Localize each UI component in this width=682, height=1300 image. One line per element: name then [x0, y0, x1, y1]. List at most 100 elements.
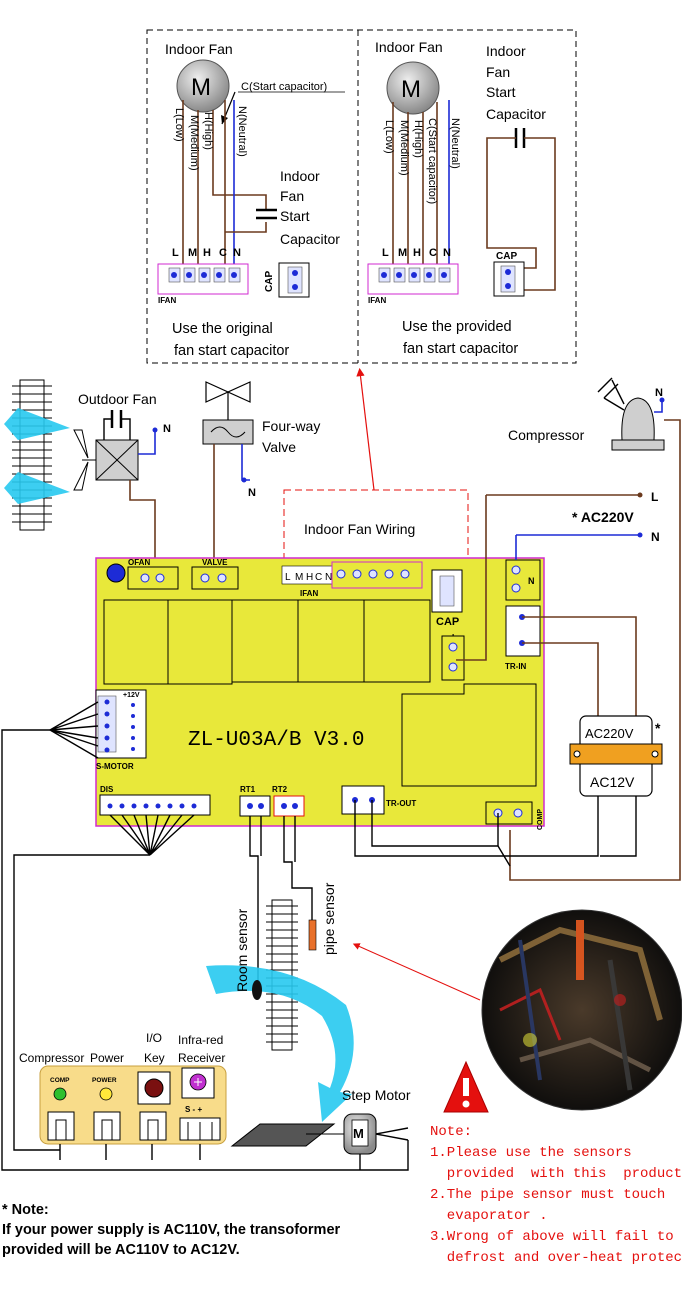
right-ifan-label: IFAN [368, 296, 386, 305]
display-terminals [47, 1111, 221, 1141]
right-wire-c: C(Start capacitor) [426, 118, 438, 204]
control-board: OFAN VALVE L M H C N IFAN CAP L [95, 557, 545, 830]
right-cap-text-4: Capacitor [486, 106, 546, 122]
compressor-n: N [655, 387, 663, 399]
left-ifan-label: IFAN [158, 296, 176, 305]
indoor-airflow-arrow [206, 965, 354, 1122]
outdoor-fan-label: Outdoor Fan [78, 391, 157, 407]
left-caption-1: Use the original [172, 321, 273, 337]
rt1-label: RT1 [240, 785, 256, 794]
step-motor-label: Step Motor [342, 1087, 411, 1103]
valve-conn-label: VALVE [202, 558, 228, 567]
power-led-icon [99, 1087, 113, 1101]
comp-connector [485, 801, 533, 825]
valve-label-1: Four-way [262, 418, 320, 434]
valve-n: N [248, 487, 256, 499]
power-supply-note: * Note: If your power supply is AC110V, … [2, 1200, 422, 1260]
right-caption-2: fan start capacitor [403, 341, 518, 357]
inset-panels [146, 29, 577, 364]
sensors: pipe sensor Room sensor [206, 882, 481, 1122]
display-comp-text: COMP [50, 1077, 70, 1084]
right-cap-text-1: Indoor [486, 43, 526, 59]
power-supply-note-title: * Note: [2, 1202, 49, 1218]
warning-note-title: Note: [430, 1124, 473, 1140]
outdoor-fan-n: N [163, 423, 171, 435]
transformer-area [401, 683, 537, 787]
outdoor-coil-icon [12, 379, 52, 531]
rt2-connector [273, 795, 305, 817]
airflow-arrow-upper [4, 408, 70, 440]
transformer-top: AC220V [585, 726, 634, 741]
compressor-label: Compressor [508, 427, 585, 443]
right-pins [378, 267, 451, 283]
harness-wires [1, 701, 409, 1171]
compressor-icon [621, 397, 655, 441]
left-pins [168, 267, 241, 283]
pipe-sensor-pointer [352, 943, 481, 1001]
warning-note-line: provided with this product . [430, 1166, 682, 1182]
warning-note-line: 2.The pipe sensor must touch [430, 1187, 666, 1203]
pipe-sensor-icon [308, 919, 317, 951]
supply-l: L [651, 490, 658, 504]
room-sensor-label: Room sensor [234, 908, 250, 992]
svg-text:N: N [325, 572, 332, 583]
n-connector [505, 559, 541, 601]
inset-pointer-arrow [356, 367, 375, 491]
svg-text:L: L [172, 247, 179, 259]
sensor-photo [481, 909, 682, 1111]
inset-right: Indoor Fan M L(Low) M(Medium) H(High) C(… [367, 39, 556, 357]
svg-text:H: H [203, 247, 211, 259]
right-cap-text-2: Fan [486, 64, 510, 80]
left-cap-text-2: Fan [280, 188, 304, 204]
l-connector [441, 635, 465, 681]
dis-label: DIS [100, 785, 114, 794]
inset-frame [146, 29, 577, 364]
power-supply-note-line: provided will be AC110V to AC12V. [2, 1242, 240, 1258]
compressor-cap-icon [597, 377, 625, 411]
display-power-text: POWER [92, 1077, 117, 1084]
left-pin-labels: L M H C N [172, 247, 241, 259]
cap-label: CAP [436, 616, 459, 628]
board-mount-hole-icon [106, 563, 126, 583]
tr-out-label: TR-OUT [386, 799, 416, 808]
supply-n: N [651, 530, 660, 544]
right-wire-l: L(Low) [383, 120, 395, 154]
step-motor-letter: M [353, 1126, 364, 1141]
valve-icon [205, 381, 230, 403]
airflow-arrow-lower [4, 472, 70, 504]
left-caption-2: fan start capacitor [174, 343, 289, 359]
indoor-fan-wiring-label: Indoor Fan Wiring [304, 521, 415, 537]
svg-text:N: N [233, 247, 241, 259]
right-motor-icon [386, 61, 440, 115]
svg-text:C: C [429, 247, 437, 259]
display-key-label: Key [144, 1051, 165, 1065]
left-fan-title: Indoor Fan [165, 41, 233, 57]
display-pins: S - + [185, 1105, 202, 1114]
right-wire-n: N(Neutral) [449, 118, 461, 169]
four-way-valve: Four-way Valve N [202, 381, 320, 568]
tr-in-connector [505, 605, 541, 657]
step-motor: Step Motor M [230, 1087, 411, 1170]
valve-connector [191, 566, 239, 590]
display-compressor-label: Compressor [19, 1051, 84, 1065]
display-infrared-label: Infra-red [178, 1033, 223, 1047]
left-cap-text-1: Indoor [280, 168, 320, 184]
outdoor-fan: Outdoor Fan N [4, 379, 171, 568]
svg-text:H: H [413, 247, 421, 259]
svg-text:L: L [285, 572, 291, 583]
relays [103, 599, 431, 685]
n-label: N [528, 576, 535, 586]
tr-out-connector [341, 785, 385, 815]
right-pin-labels: L M H C N [382, 247, 451, 259]
outdoor-fan-blade-icon [73, 429, 96, 491]
svg-text:M: M [295, 572, 303, 583]
louver-icon [230, 1123, 336, 1147]
valve-label-2: Valve [262, 439, 296, 455]
board-wires [354, 495, 637, 867]
left-wire-h: H(High) [202, 112, 214, 150]
inset-left: Indoor Fan M C(Start capacitor) L(Low) M… [157, 41, 345, 359]
left-cap-text-4: Capacitor [280, 231, 340, 247]
right-motor-letter: M [401, 76, 421, 103]
right-fan-title: Indoor Fan [375, 39, 443, 55]
